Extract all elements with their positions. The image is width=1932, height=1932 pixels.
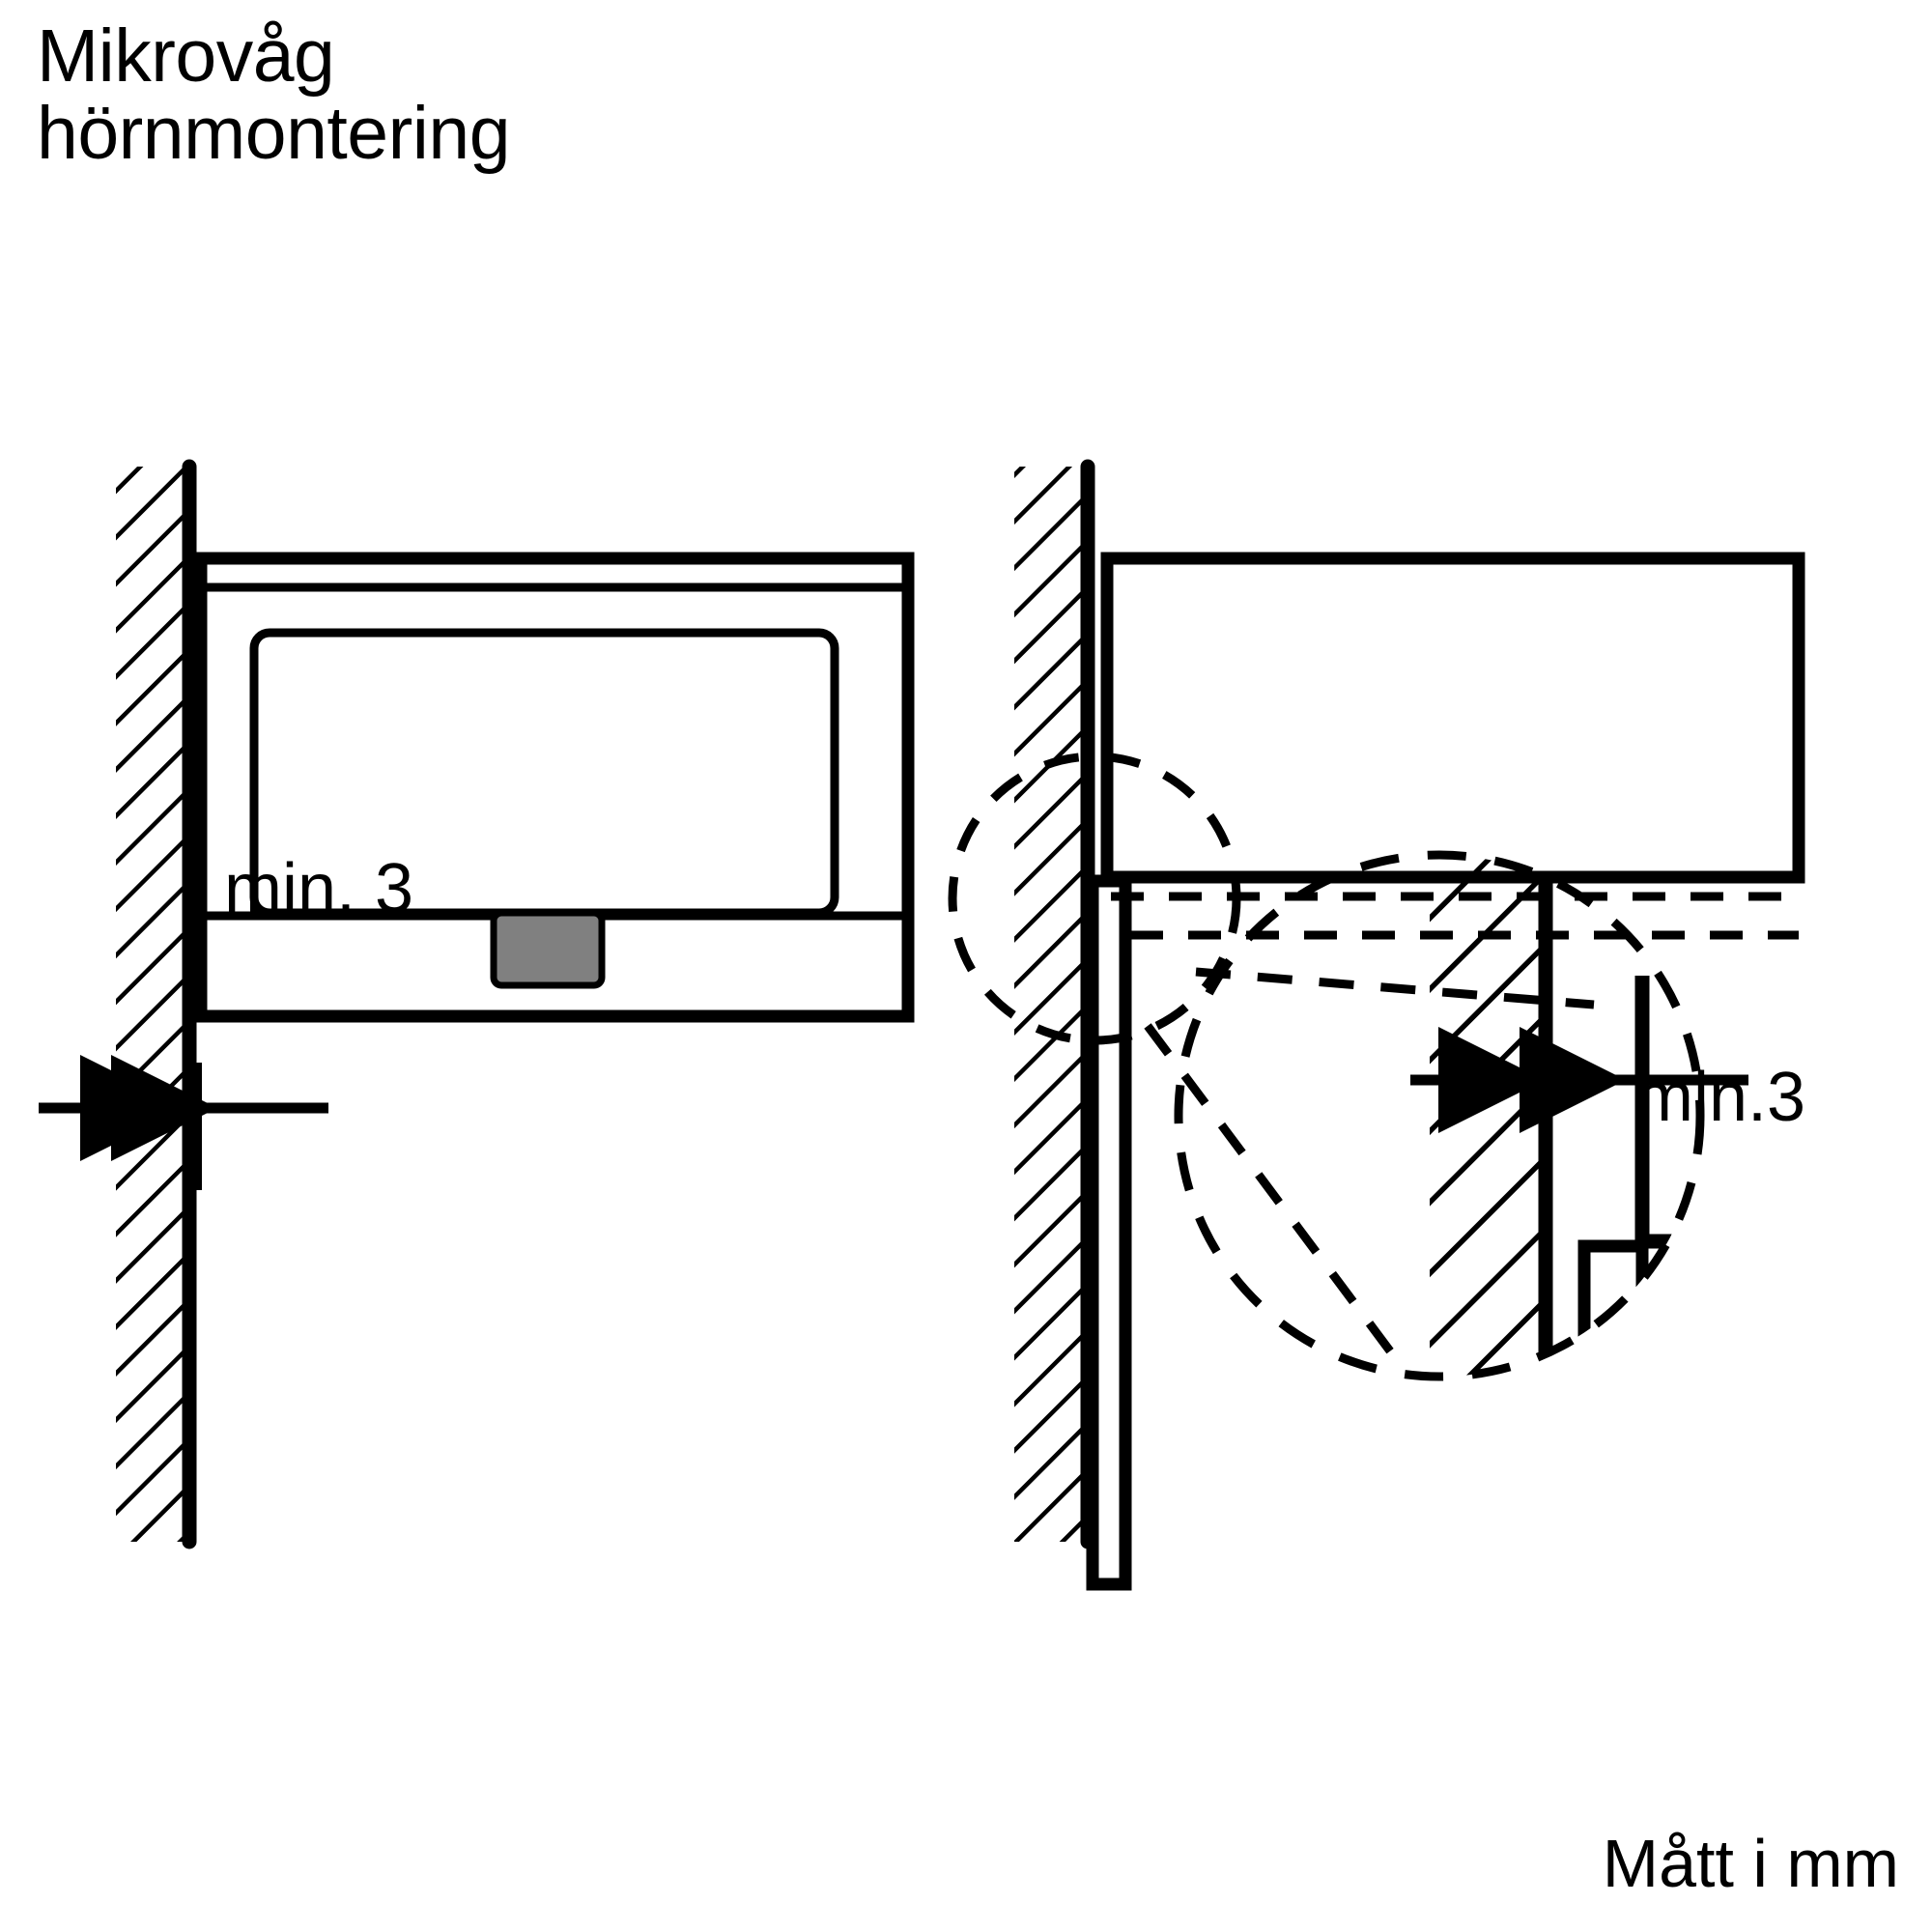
front-dimension-label: min. 3 <box>224 850 414 927</box>
page-title: Mikrovåg hörnmontering <box>37 17 906 172</box>
front-handle <box>490 909 606 989</box>
units-note: Mått i mm <box>1602 1826 1899 1901</box>
magnified-detail <box>1174 850 1748 1381</box>
side-wall <box>1014 459 1095 1549</box>
front-view-group <box>39 459 915 1549</box>
detail-circle-magnified <box>1174 850 1705 1381</box>
title-line-1: Mikrovåg <box>37 14 335 98</box>
title-line-2: hörnmontering <box>37 92 511 176</box>
detail-door-panel <box>1577 1239 1649 1377</box>
front-wall <box>116 459 197 1549</box>
detail-dimension-label: min.3 <box>1635 1059 1806 1136</box>
side-door-panel <box>1086 874 1132 1591</box>
detail-circle-source <box>948 752 1241 1045</box>
detail-wall-hatch <box>1430 855 1546 1377</box>
side-microwave-body <box>1100 552 1805 884</box>
front-dimension-arrows <box>39 1055 328 1190</box>
side-view-group <box>948 459 1805 1591</box>
